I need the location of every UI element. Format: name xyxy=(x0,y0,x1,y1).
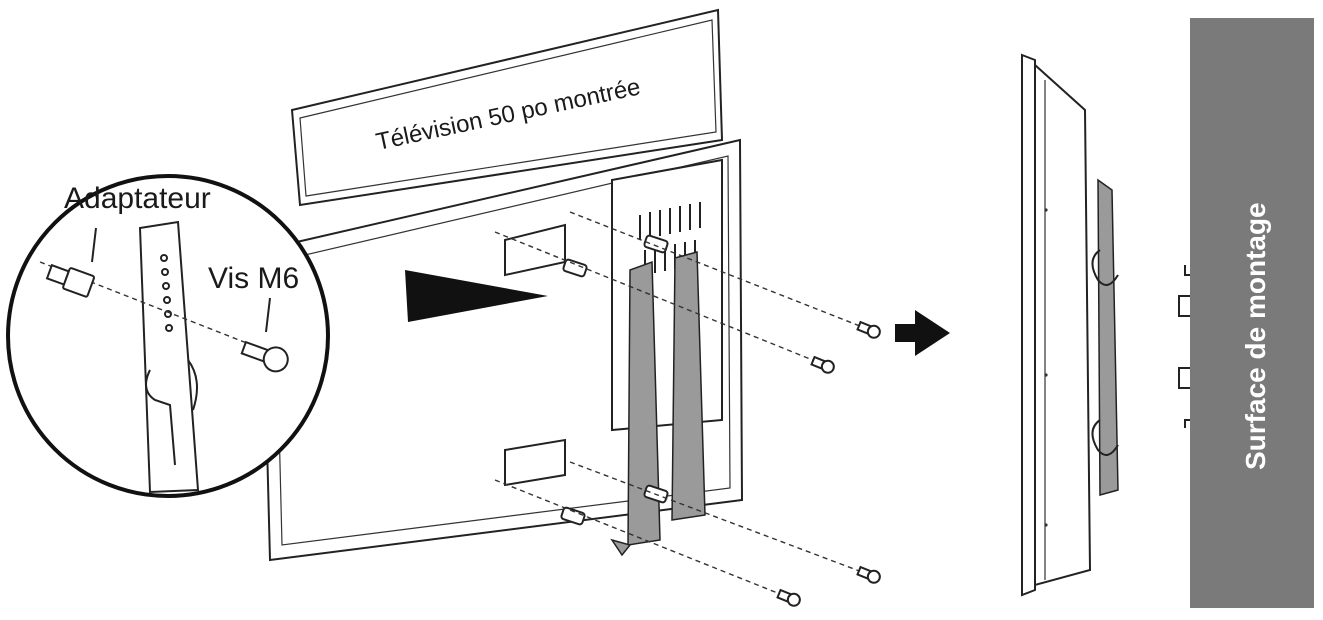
adapter-icon xyxy=(45,263,95,298)
bracket-holes xyxy=(160,254,173,332)
adapter-label: Adaptateur xyxy=(64,182,211,215)
mounting-brackets xyxy=(610,251,706,557)
mounting-surface xyxy=(1190,18,1314,608)
screw-guide-lines xyxy=(494,211,871,599)
screw-icon xyxy=(856,565,881,584)
zoom-pointer xyxy=(405,270,548,322)
screw-label: Vis M6 xyxy=(208,262,299,295)
screw-icon xyxy=(240,340,289,373)
arrow-right-icon xyxy=(895,310,950,356)
wall-label: Surface de montage xyxy=(1240,202,1271,470)
screw-icon xyxy=(856,320,881,339)
tv-rear-view xyxy=(260,8,744,562)
tv-side-view xyxy=(1021,53,1119,597)
screw-icon xyxy=(776,588,801,607)
adapters-on-tv xyxy=(560,234,669,526)
zoom-detail xyxy=(6,174,548,498)
screw-icon xyxy=(810,355,835,374)
screws xyxy=(776,320,881,607)
